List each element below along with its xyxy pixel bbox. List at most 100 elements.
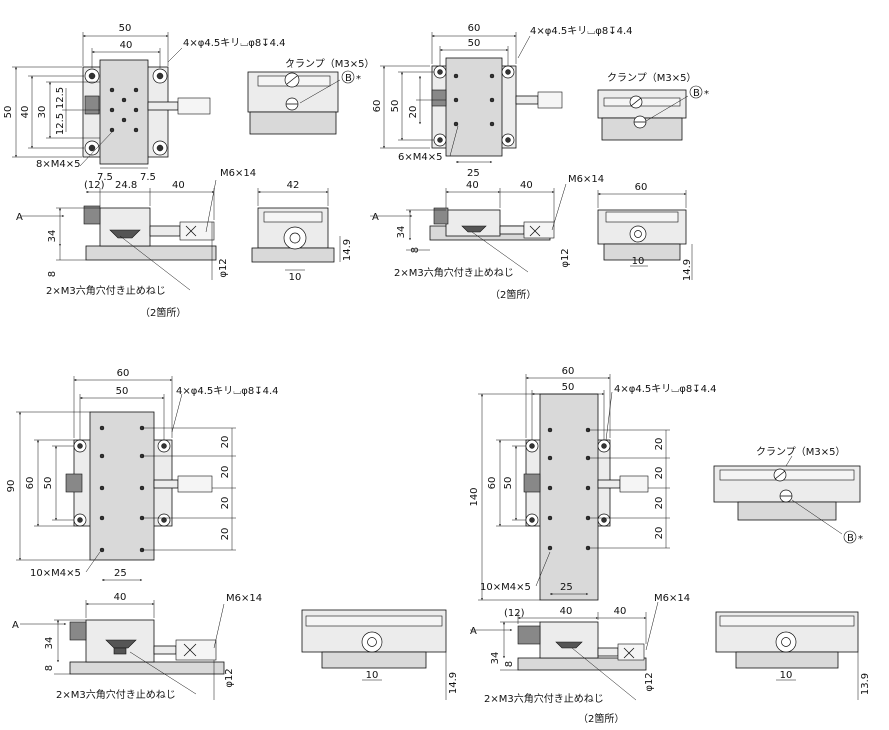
s2-width-50: 50 bbox=[468, 38, 481, 49]
s3-height-8: 8 bbox=[44, 665, 55, 671]
stage-3-side-view: A 34 8 40 M6×14 φ12 2×M3六角穴付き止めねじ bbox=[12, 592, 262, 701]
s3-height-50: 50 bbox=[43, 477, 54, 490]
s2-height-8: 8 bbox=[410, 247, 421, 253]
s2-dim-40-a: 40 bbox=[466, 180, 479, 191]
s2-dim-40-b: 40 bbox=[520, 180, 533, 191]
stage-1-side-view: A 34 8 (12) 24.8 40 M6×14 φ12 2×M3六角穴付き止… bbox=[16, 168, 256, 319]
s2-b-marker: B bbox=[693, 88, 700, 99]
s2-width-60: 60 bbox=[468, 23, 481, 34]
s4-height-60: 60 bbox=[487, 477, 498, 490]
s3-pitch-20-b: 20 bbox=[220, 466, 231, 479]
s1-height-30: 30 bbox=[37, 106, 48, 119]
s2-setscrew-callout: 2×M3六角穴付き止めねじ bbox=[394, 266, 514, 279]
s1-taps-callout: 8×M4×5 bbox=[36, 159, 80, 170]
stage-2-end-view: 60 10 14.9 bbox=[597, 182, 693, 281]
s2-height-60: 60 bbox=[372, 100, 383, 113]
s1-holes-callout: 4×φ4.5キリ⌴φ8↧4.4 bbox=[183, 38, 285, 49]
s3-setscrew-callout: 2×M3六角穴付き止めねじ bbox=[56, 688, 176, 701]
s3-height-60: 60 bbox=[25, 477, 36, 490]
stage-4-top-dims: 60 50 140 60 50 20 20 20 20 4×φ4.5キリ⌴φ8↧… bbox=[469, 366, 716, 601]
s4-end-height-13-9: 13.9 bbox=[860, 673, 871, 695]
stage-4-top-view bbox=[523, 393, 649, 601]
s3-holes-callout: 4×φ4.5キリ⌴φ8↧4.4 bbox=[176, 386, 278, 397]
s4-dim-40-b: 40 bbox=[614, 606, 627, 617]
s1-phi-12: φ12 bbox=[218, 258, 229, 277]
s3-dim-40: 40 bbox=[114, 592, 127, 603]
s2-holes-callout: 4×φ4.5キリ⌴φ8↧4.4 bbox=[530, 26, 632, 37]
s1-end-width-42: 42 bbox=[287, 180, 300, 191]
s1-clamp-label: クランプ（M3×5） bbox=[285, 58, 374, 70]
s1-height-34: 34 bbox=[47, 230, 58, 243]
s3-pitch-20-a: 20 bbox=[220, 436, 231, 449]
s3-view-arrow-a: A bbox=[12, 620, 19, 631]
s4-pitch-20-b: 20 bbox=[654, 467, 665, 480]
s1-height-8: 8 bbox=[47, 271, 58, 277]
s4-view-arrow-a: A bbox=[470, 626, 477, 637]
s4-dim-40-a: 40 bbox=[560, 606, 573, 617]
s2-clamp-label: クランプ（M3×5） bbox=[607, 72, 696, 84]
s1-thread-callout: M6×14 bbox=[220, 168, 256, 179]
s2-height-50: 50 bbox=[390, 100, 401, 113]
s2-end-width-10: 10 bbox=[632, 256, 645, 267]
s2-phi-12: φ12 bbox=[560, 248, 571, 267]
s3-pitch-20-d: 20 bbox=[220, 528, 231, 541]
stage-3-end-view: 10 14.9 bbox=[301, 609, 459, 700]
s4-thread-callout: M6×14 bbox=[654, 593, 690, 604]
s4-end-width-10: 10 bbox=[780, 670, 793, 681]
s3-pitch-20-c: 20 bbox=[220, 497, 231, 510]
stage-2-end-view-clamp: クランプ（M3×5） B * bbox=[597, 72, 709, 141]
s4-width-60: 60 bbox=[562, 366, 575, 377]
s1-height-50: 50 bbox=[3, 106, 14, 119]
stage-1-end-view-clamp: クランプ（M3×5） B * bbox=[247, 58, 374, 135]
s3-taps-callout: 10×M4×5 bbox=[30, 568, 81, 579]
s1-end-height-14-9: 14.9 bbox=[342, 239, 353, 261]
s4-pitch-20-c: 20 bbox=[654, 497, 665, 510]
stage-1-top-view bbox=[82, 59, 211, 165]
s3-height-90: 90 bbox=[6, 480, 17, 493]
s2-end-width-60: 60 bbox=[635, 182, 648, 193]
s4-pitch-20-a: 20 bbox=[654, 438, 665, 451]
s3-thread-callout: M6×14 bbox=[226, 593, 262, 604]
s4-holes-callout: 4×φ4.5キリ⌴φ8↧4.4 bbox=[614, 384, 716, 395]
s1-asterisk: * bbox=[356, 74, 361, 85]
s1-pitch-12-5-a: 12.5 bbox=[55, 87, 66, 109]
s3-height-34: 34 bbox=[44, 637, 55, 650]
s1-bottom-7-5-b: 7.5 bbox=[140, 172, 156, 183]
stage-4-side-view: A 34 8 (12) 40 40 M6×14 φ12 2×M3六角穴付き止めね… bbox=[470, 593, 690, 725]
s2-two-places: （2箇所） bbox=[490, 288, 536, 301]
s1-height-40: 40 bbox=[20, 106, 31, 119]
s4-height-8: 8 bbox=[504, 661, 515, 667]
s3-width-50: 50 bbox=[116, 386, 129, 397]
s3-end-height-14-9: 14.9 bbox=[448, 672, 459, 694]
s4-setscrew-callout: 2×M3六角穴付き止めねじ bbox=[484, 692, 604, 705]
s4-dim-12: (12) bbox=[504, 608, 525, 619]
s3-width-60: 60 bbox=[117, 368, 130, 379]
s2-thread-callout: M6×14 bbox=[568, 174, 604, 185]
s1-width-50: 50 bbox=[119, 23, 132, 34]
s1-dim-12: (12) bbox=[84, 180, 105, 191]
stage-4-end-view: 10 13.9 bbox=[715, 611, 871, 700]
s1-view-arrow-a: A bbox=[16, 212, 23, 223]
s1-setscrew-callout: 2×M3六角穴付き止めねじ bbox=[46, 284, 166, 297]
s1-dim-24-8: 24.8 bbox=[115, 180, 137, 191]
s2-taps-callout: 6×M4×5 bbox=[398, 152, 442, 163]
stage-2-top-dims: 60 50 60 50 20 4×φ4.5キリ⌴φ8↧4.4 6×M4×5 25 bbox=[372, 23, 632, 179]
s3-phi-12: φ12 bbox=[224, 668, 235, 687]
s4-height-140: 140 bbox=[469, 487, 480, 506]
s1-pitch-12-5-b: 12.5 bbox=[55, 113, 66, 135]
s4-asterisk: * bbox=[858, 534, 863, 545]
stage-3-top-dims: 60 50 90 60 50 20 20 20 20 4×φ4.5キリ⌴φ8↧4… bbox=[6, 368, 278, 581]
s4-two-places: （2箇所） bbox=[578, 712, 624, 725]
s2-bottom-25: 25 bbox=[467, 168, 480, 179]
s4-b-marker: B bbox=[847, 533, 854, 544]
s4-height-34: 34 bbox=[490, 652, 501, 665]
stage-2-top-view bbox=[431, 57, 563, 157]
s1-end-width-10: 10 bbox=[289, 272, 302, 283]
s1-b-marker: B bbox=[345, 73, 352, 84]
s3-bottom-25: 25 bbox=[114, 568, 127, 579]
s4-bottom-25: 25 bbox=[560, 582, 573, 593]
s1-bottom-7-5-a: 7.5 bbox=[97, 172, 113, 183]
s4-width-50: 50 bbox=[562, 382, 575, 393]
stage-4-end-view-clamp: クランプ（M3×5） B * bbox=[713, 446, 863, 545]
s4-phi-12: φ12 bbox=[644, 672, 655, 691]
